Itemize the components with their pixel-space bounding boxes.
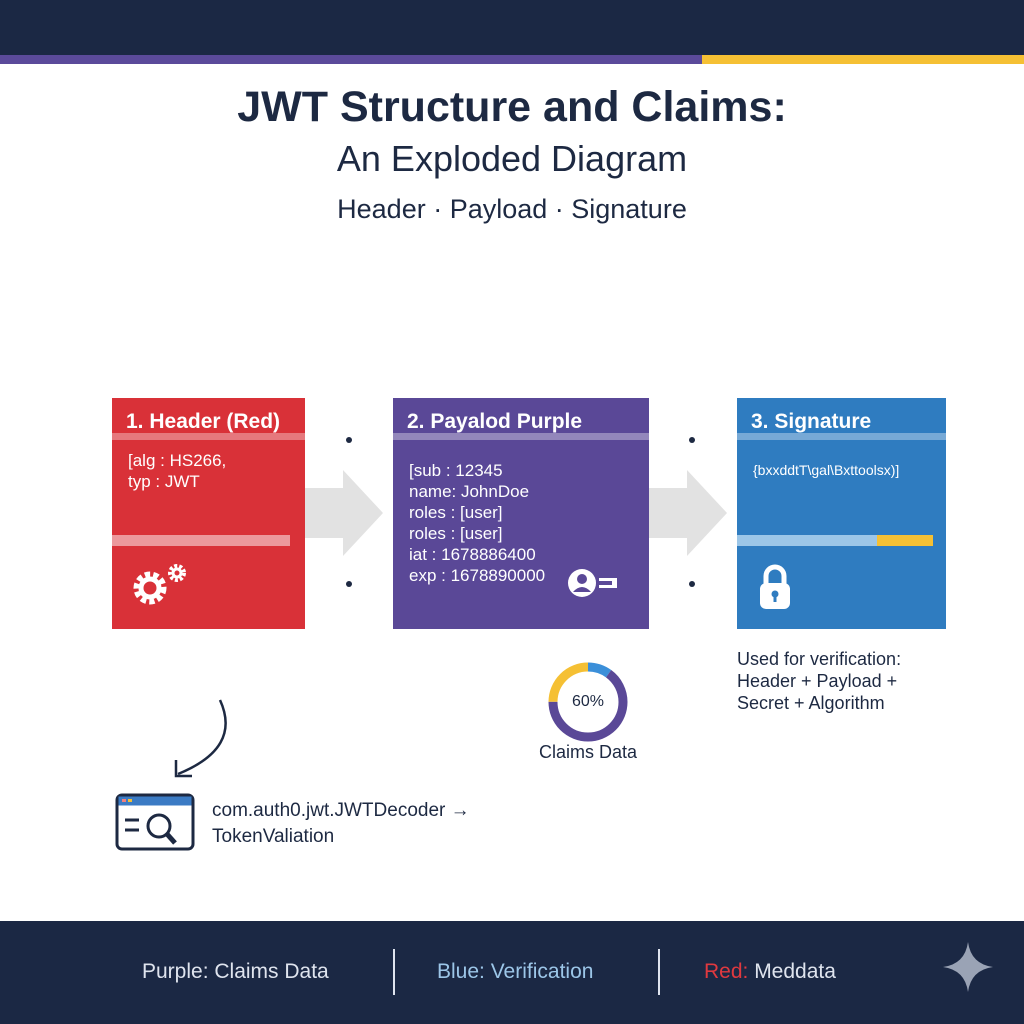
header-line: typ : JWT	[128, 472, 200, 491]
accent-strip-purple	[0, 55, 702, 64]
donut-segment-2	[548, 662, 628, 742]
gears-icon	[133, 564, 186, 605]
divider	[393, 949, 395, 995]
donut-caption: Claims Data	[538, 742, 638, 762]
dot	[689, 437, 695, 443]
arrow-right-icon	[649, 470, 727, 556]
payload-card: 2. Payalod Purple [sub : 12345 name: Joh…	[393, 398, 649, 629]
sparkle-icon	[943, 942, 993, 992]
dot	[689, 581, 695, 587]
donut-label: 60%	[571, 693, 605, 710]
user-key-icon	[568, 569, 617, 597]
payload-line: iat : 1678886400	[409, 545, 536, 564]
lock-icon	[760, 564, 790, 609]
legend-blue: Blue: Verification	[437, 960, 594, 983]
signature-bar	[737, 535, 877, 546]
page-subtitle: An Exploded Diagram	[336, 138, 688, 179]
accent-strip-yellow	[702, 55, 1024, 64]
legend-footer: Purple: Claims Data Blue: Verification R…	[0, 921, 1024, 1024]
decoder-line: com.auth0.jwt.JWTDecoder →	[212, 800, 470, 821]
arrow-right-icon	[305, 470, 383, 556]
donut-segment-1	[548, 662, 628, 742]
header-card-title: 1. Header (Red)	[112, 398, 305, 440]
legend-purple: Purple: Claims Data	[142, 960, 329, 983]
dot	[346, 437, 352, 443]
legend-red-value: Meddata	[748, 960, 836, 983]
browser-search-icon	[115, 793, 195, 851]
dot	[346, 581, 352, 587]
signature-value: {bxxddtT\gal\Bxttoolsx)]	[753, 462, 900, 478]
top-bar	[0, 0, 1024, 55]
decoder-line: TokenValiation	[212, 826, 335, 847]
divider	[658, 949, 660, 995]
payload-line: [sub : 12345	[409, 461, 503, 480]
legend-red: Red: Meddata	[704, 960, 836, 984]
header-line: [alg : HS266,	[128, 451, 227, 470]
signature-bar-highlight	[877, 535, 933, 546]
payload-line: roles : [user]	[409, 503, 503, 522]
page-title: JWT Structure and Claims:	[237, 83, 787, 131]
payload-line: name: JohnDoe	[409, 482, 530, 501]
signature-note-line: Secret + Algorithm	[737, 693, 885, 713]
signature-card: 3. Signature {bxxddtT\gal\Bxttoolsx)]	[737, 398, 946, 629]
curved-arrow-icon	[174, 699, 227, 778]
signature-note-line: Used for verification:	[737, 649, 902, 669]
payload-line: roles : [user]	[409, 524, 503, 543]
claims-donut-chart	[548, 662, 628, 742]
signature-note-line: Header + Payload +	[737, 671, 898, 691]
signature-card-title: 3. Signature	[737, 398, 946, 440]
header-card: 1. Header (Red) [alg : HS266, typ : JWT	[112, 398, 305, 629]
payload-line: exp : 1678890000	[409, 566, 546, 585]
payload-card-title: 2. Payalod Purple	[393, 398, 649, 440]
header-bar	[112, 535, 290, 546]
legend-red-key: Red:	[704, 960, 749, 983]
tagline: Header · Payload · Signature	[337, 194, 687, 224]
